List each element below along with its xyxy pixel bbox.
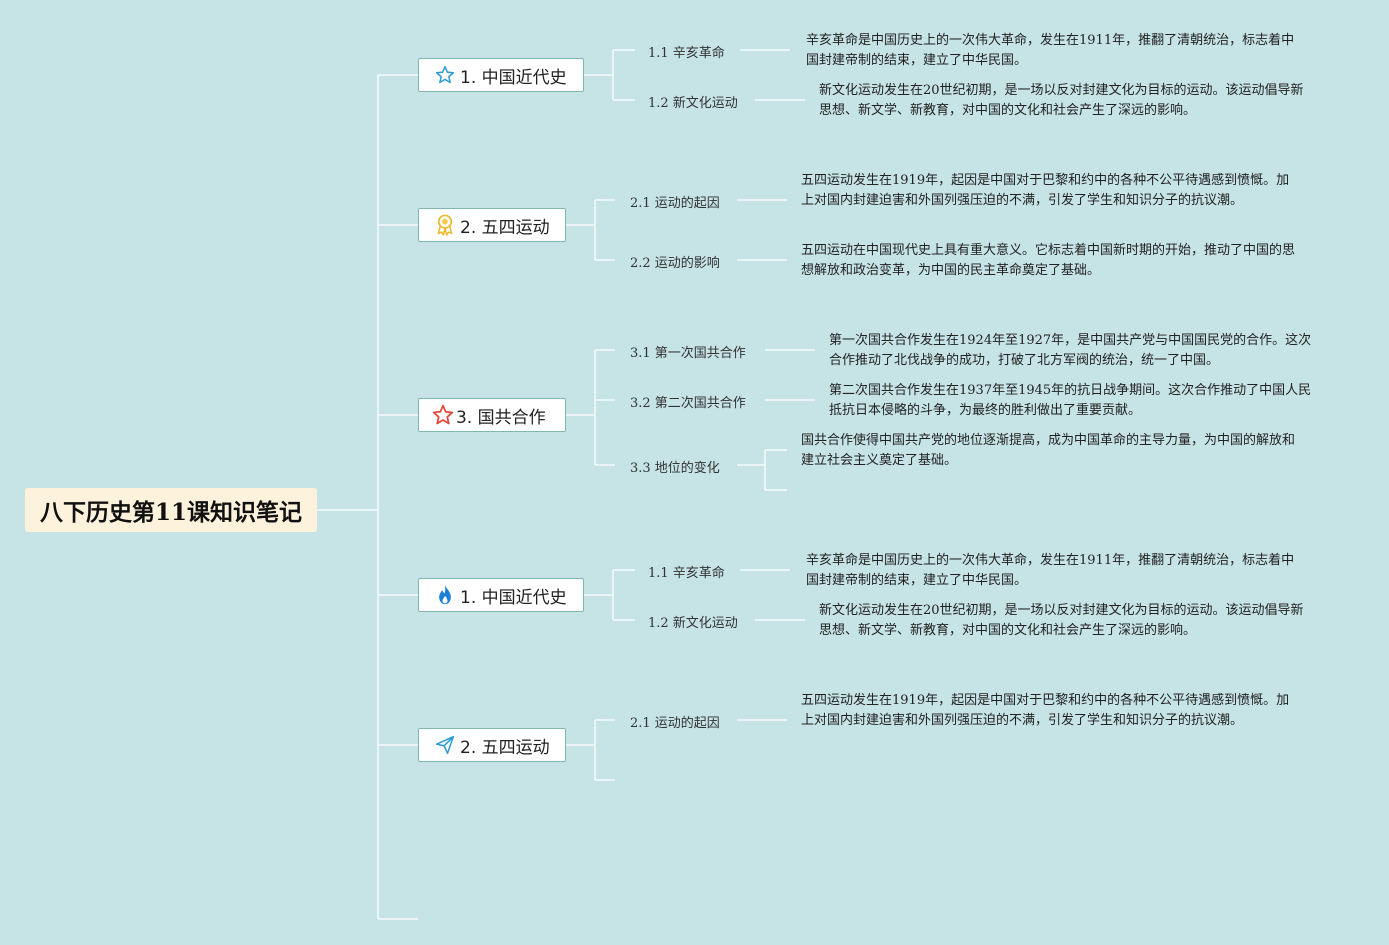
note-4-2: 新文化运动发生在20世纪初期，是一场以反对封建文化为目标的运动。该运动倡导新思想…	[819, 603, 1304, 638]
note-4-1: 辛亥革命是中国历史上的一次伟大革命，发生在1911年，推翻了清朝统治，标志着中国…	[806, 553, 1295, 588]
topic-1[interactable]: 1. 中国近代史	[418, 58, 584, 92]
subtopic-2-2[interactable]: 2.2 运动的影响	[630, 256, 720, 271]
topic-3[interactable]: 3. 国共合作	[418, 398, 566, 432]
topic-label: 3. 国共合作	[456, 407, 546, 428]
award-medal-icon	[434, 214, 456, 236]
subtopic-3-1[interactable]: 3.1 第一次国共合作	[630, 346, 746, 361]
subtopic-3-3[interactable]: 3.3 地位的变化	[630, 461, 720, 476]
subtopic-1-2[interactable]: 1.2 新文化运动	[648, 96, 738, 111]
star-outline-icon	[434, 64, 456, 86]
subtopic-5-1[interactable]: 2.1 运动的起因	[630, 716, 720, 731]
subtopic-3-2[interactable]: 3.2 第二次国共合作	[630, 396, 746, 411]
topic-2[interactable]: 2. 五四运动	[418, 208, 566, 242]
subtopic-2-1[interactable]: 2.1 运动的起因	[630, 196, 720, 211]
note-1-2: 新文化运动发生在20世纪初期，是一场以反对封建文化为目标的运动。该运动倡导新思想…	[819, 83, 1304, 118]
root-topic[interactable]: 八下历史第11课知识笔记	[25, 488, 317, 532]
subtopic-1-1[interactable]: 1.1 辛亥革命	[648, 46, 725, 61]
topic-5[interactable]: 2. 五四运动	[418, 728, 566, 762]
note-3-1: 第一次国共合作发生在1924年至1927年，是中国共产党与中国国民党的合作。这次…	[829, 333, 1312, 368]
note-2-2: 五四运动在中国现代史上具有重大意义。它标志着中国新时期的开始，推动了中国的思想解…	[801, 243, 1296, 278]
topic-4[interactable]: 1. 中国近代史	[418, 578, 584, 612]
topic-label: 1. 中国近代史	[460, 67, 567, 88]
topic-label: 1. 中国近代史	[460, 587, 567, 608]
root-title: 八下历史第11课知识笔记	[39, 499, 302, 526]
paper-plane-icon	[434, 734, 456, 756]
topic-label: 2. 五四运动	[460, 217, 550, 238]
note-3-3: 国共合作使得中国共产党的地位逐渐提高，成为中国革命的主导力量，为中国的解放和建立…	[801, 433, 1296, 468]
note-2-1: 五四运动发生在1919年，起因是中国对于巴黎和约中的各种不公平待遇感到愤慨。加上…	[801, 173, 1290, 208]
flame-icon	[434, 584, 456, 606]
note-5-1: 五四运动发生在1919年，起因是中国对于巴黎和约中的各种不公平待遇感到愤慨。加上…	[801, 693, 1290, 728]
topic-label: 2. 五四运动	[460, 737, 550, 758]
star-red-icon	[432, 404, 454, 426]
note-3-2: 第二次国共合作发生在1937年至1945年的抗日战争期间。这次合作推动了中国人民…	[829, 383, 1312, 418]
subtopic-4-2[interactable]: 1.2 新文化运动	[648, 616, 738, 631]
note-1-1: 辛亥革命是中国历史上的一次伟大革命，发生在1911年，推翻了清朝统治，标志着中国…	[806, 33, 1295, 68]
subtopic-4-1[interactable]: 1.1 辛亥革命	[648, 566, 725, 581]
